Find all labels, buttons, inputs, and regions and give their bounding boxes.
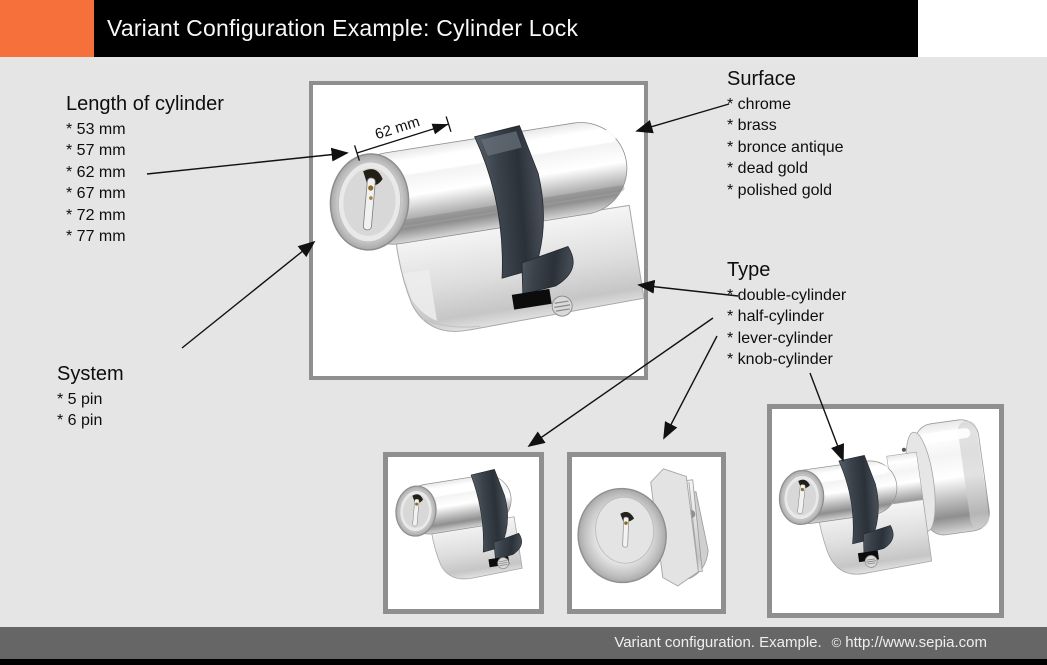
footer-bar: Variant configuration. Example. ©http://w…	[0, 627, 1047, 659]
dimension-label: 62 mm	[373, 113, 422, 143]
list-item: * knob-cylinder	[727, 351, 833, 369]
arrow-type-double-cylinder	[637, 279, 739, 297]
surface-heading: Surface	[727, 68, 796, 90]
list-item: * chrome	[727, 96, 792, 113]
accent-square	[0, 0, 94, 57]
list-item: * 67 mm	[66, 185, 126, 203]
footer-text: Variant configuration. Example. ©http://w…	[0, 627, 1047, 659]
list-item: * 57 mm	[66, 142, 126, 160]
copyright-symbol: ©	[831, 635, 842, 650]
list-item: * 53 mm	[66, 121, 126, 138]
double-cylinder-lock-image: 62 mm	[329, 113, 644, 332]
arrow-system	[181, 240, 316, 349]
list-item: * 5 pin	[57, 391, 103, 408]
system-options-list: * 5 pin * 6 pin	[57, 389, 124, 432]
list-item: * bronce antique	[727, 138, 844, 156]
page-title: Variant Configuration Example: Cylinder …	[107, 15, 579, 41]
list-item: * brass	[727, 117, 777, 135]
footer-black-strip	[0, 659, 1047, 665]
type-heading: Type	[727, 259, 771, 281]
list-item: * double-cylinder	[727, 287, 847, 304]
half-cylinder-lock-image	[395, 468, 523, 580]
length-options-list: * 53 mm * 57 mm * 62 mm * 67 mm * 72 mm …	[66, 119, 224, 247]
surface-options-list: * chrome * brass * bronce antique * dead…	[727, 94, 844, 201]
thumb-photo-knob-cylinder	[767, 404, 1004, 618]
surface-block: Surface * chrome * brass * bronce antiqu…	[727, 67, 844, 201]
list-item: * polished gold	[727, 181, 832, 199]
footer-url: http://www.sepia.com	[845, 634, 987, 651]
thumb-photo-half-cylinder	[383, 452, 544, 614]
list-item: * lever-cylinder	[727, 329, 833, 347]
system-block: System * 5 pin * 6 pin	[57, 362, 124, 432]
type-options-list: * double-cylinder * half-cylinder * leve…	[727, 285, 846, 371]
thumb-photo-lever-cylinder	[567, 452, 726, 614]
list-item: * 72 mm	[66, 206, 126, 224]
footer-caption: Variant configuration. Example.	[614, 634, 822, 651]
type-block: Type * double-cylinder * half-cylinder *…	[727, 258, 846, 371]
lever-cylinder-lock-image	[577, 468, 709, 587]
list-item: * dead gold	[727, 160, 808, 178]
knob-cylinder-lock-image	[778, 419, 990, 575]
length-of-cylinder-block: Length of cylinder * 53 mm * 57 mm * 62 …	[66, 92, 224, 247]
title-bar: Variant Configuration Example: Cylinder …	[94, 0, 918, 57]
header-bar: Variant Configuration Example: Cylinder …	[0, 0, 1047, 57]
arrow-surface	[635, 103, 730, 134]
length-heading: Length of cylinder	[66, 93, 224, 115]
list-item: * 6 pin	[57, 412, 103, 430]
list-item: * half-cylinder	[727, 308, 824, 326]
list-item: * 77 mm	[66, 228, 126, 246]
system-heading: System	[57, 363, 124, 385]
main-photo-double-cylinder: 62 mm	[309, 81, 648, 380]
arrow-type-lever-cylinder	[663, 335, 718, 440]
list-item: * 62 mm	[66, 163, 126, 181]
